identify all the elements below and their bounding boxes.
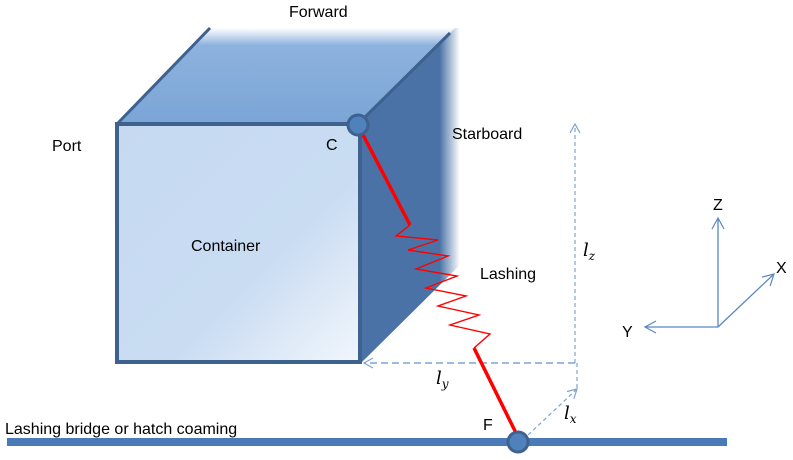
x-axis-arrow <box>717 273 775 328</box>
lz-label: lz <box>583 240 596 263</box>
ly-label: ly <box>436 368 449 391</box>
point-c-marker <box>346 113 370 137</box>
container-top-face <box>117 28 455 124</box>
container-label: Container <box>191 238 261 255</box>
container-front-face <box>115 122 362 364</box>
container-side-face <box>358 28 460 362</box>
container <box>115 26 460 364</box>
container-edge <box>356 31 452 126</box>
forward-label: Forward <box>289 4 348 21</box>
lashing-spring <box>394 224 492 349</box>
lashing-rod <box>359 130 520 438</box>
lashing-bridge-bar <box>7 438 727 446</box>
point-f-marker <box>506 430 530 454</box>
lx-dimension-arrow <box>527 388 578 436</box>
y-axis-label: Y <box>622 324 633 341</box>
point-f-label: F <box>483 417 493 434</box>
starboard-label: Starboard <box>452 126 522 143</box>
port-label: Port <box>52 138 82 155</box>
point-c-label: C <box>326 137 338 154</box>
x-axis-label: X <box>776 260 787 277</box>
lashing-label: Lashing <box>480 266 536 283</box>
lx-label: lx <box>564 403 577 426</box>
z-axis-label: Z <box>713 197 723 214</box>
coordinate-axes <box>643 216 775 334</box>
container-edge <box>115 26 212 126</box>
base-label: Lashing bridge or hatch coaming <box>5 421 237 438</box>
